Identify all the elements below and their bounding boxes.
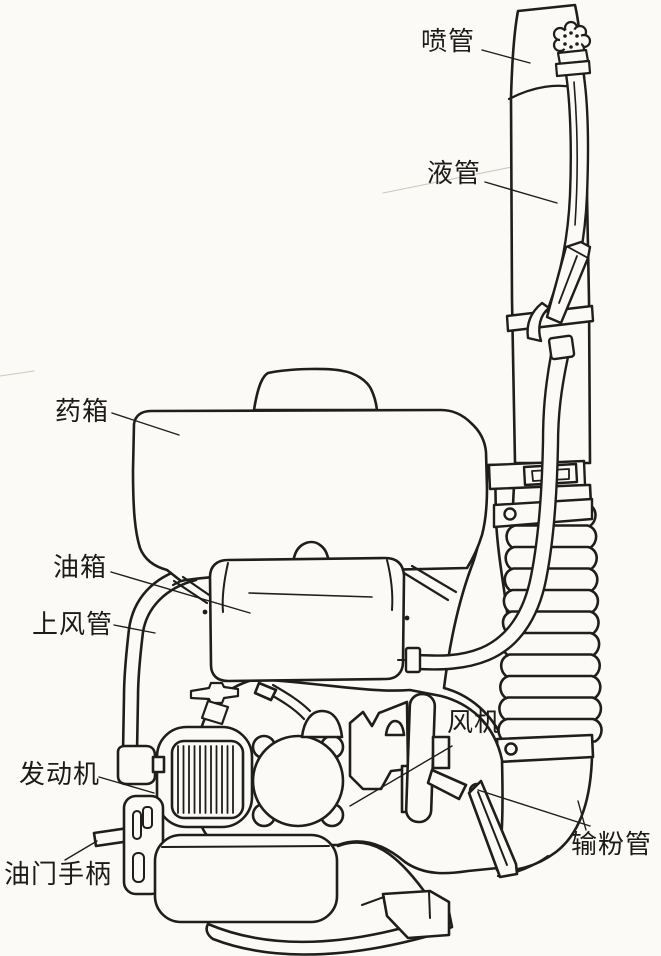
paper-scratches bbox=[0, 166, 513, 377]
leader-line-fuel-tank bbox=[110, 571, 251, 614]
carburetor-lever bbox=[189, 681, 240, 726]
leader-line-engine bbox=[98, 776, 155, 794]
part-label-powder-pipe: 输粉管 bbox=[571, 830, 653, 860]
fan-housing bbox=[400, 692, 486, 824]
part-label-throttle-handle: 油门手柄 bbox=[4, 860, 113, 890]
clamp-bolt bbox=[504, 742, 518, 756]
lead-fitting bbox=[253, 681, 278, 702]
hose-joint bbox=[547, 334, 576, 361]
part-label-spray-pipe: 喷管 bbox=[421, 27, 476, 57]
pipe-elbow-block bbox=[116, 744, 157, 786]
strap-hook bbox=[526, 301, 551, 343]
bracket-bolt bbox=[503, 507, 517, 521]
leader-line-liquid-pipe bbox=[484, 181, 558, 204]
small-dome bbox=[384, 719, 406, 737]
leader-line-throttle-handle bbox=[64, 840, 98, 861]
fan-plate bbox=[426, 768, 468, 801]
back-frame bbox=[92, 794, 165, 896]
fuel-tank-body bbox=[208, 540, 406, 683]
bellows-ridge bbox=[502, 588, 600, 614]
nozzle-flange bbox=[552, 20, 592, 78]
part-label-fan: 风机 bbox=[447, 708, 502, 738]
outlet-elbow bbox=[495, 733, 595, 878]
part-label-engine: 发动机 bbox=[19, 760, 101, 790]
bellows-ridge bbox=[503, 567, 599, 593]
bellows-ridge bbox=[499, 674, 602, 700]
nozzle-collar bbox=[554, 59, 592, 78]
leader-line-spray-pipe bbox=[481, 49, 531, 64]
part-label-chemical-tank: 药箱 bbox=[55, 397, 110, 427]
base-cushion bbox=[153, 833, 426, 924]
leader-line-upper-air-pipe bbox=[113, 624, 156, 634]
fin-lines bbox=[177, 745, 234, 814]
starter-pulley bbox=[251, 734, 345, 828]
bottom-bracket bbox=[381, 889, 451, 940]
chemical-tank-body bbox=[131, 367, 489, 587]
hose-fitting bbox=[404, 646, 422, 674]
recoil-starter bbox=[251, 681, 406, 828]
powder-pipe-strut bbox=[467, 779, 519, 879]
leader-line-powder-pipe bbox=[577, 800, 587, 831]
flange-bolt-dots bbox=[563, 31, 579, 49]
filler-dome bbox=[252, 367, 379, 412]
skid-strip bbox=[205, 889, 454, 956]
handle-bracket bbox=[545, 240, 592, 325]
bellows-ridge bbox=[498, 696, 603, 722]
pipe-connector bbox=[151, 755, 166, 774]
leader-lines bbox=[64, 49, 591, 861]
spark-plug-dome bbox=[300, 709, 344, 739]
part-label-fuel-tank: 油箱 bbox=[53, 553, 108, 583]
part-label-upper-air-pipe: 上风管 bbox=[32, 610, 114, 640]
leader-line-fan bbox=[349, 745, 453, 807]
part-label-liquid-pipe: 液管 bbox=[427, 159, 482, 189]
bellows-ridge bbox=[499, 653, 601, 679]
leader-line-chemical-tank bbox=[111, 412, 180, 436]
cooling-fins bbox=[155, 725, 254, 829]
leader-line-powder-pipe bbox=[477, 789, 591, 827]
